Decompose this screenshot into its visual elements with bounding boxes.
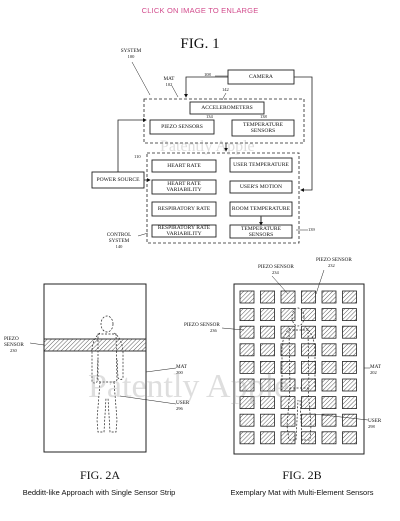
- sensor-cell: [239, 413, 255, 427]
- sensor-cell: [301, 431, 316, 445]
- sensor-cell: [321, 343, 337, 357]
- sensor-cell: [301, 413, 316, 427]
- sensor-cell: [342, 396, 357, 410]
- num-138: 138: [260, 114, 267, 119]
- sensor-cell: [260, 413, 275, 427]
- respiratory-rate-label: RESPIRATORY RATE: [157, 206, 211, 212]
- sensor-cell: [239, 308, 255, 322]
- heart-rate-label: HEART RATE: [167, 163, 201, 169]
- sensor-cell: [260, 325, 275, 339]
- sensor-cell: [239, 378, 255, 392]
- watermark-main: Patently Apple: [88, 368, 290, 405]
- user-temperature-label: USER TEMPERATURE: [233, 162, 289, 168]
- control-system-box: [146, 152, 300, 244]
- num-139: 139: [308, 227, 315, 232]
- sensor-cell: [321, 308, 337, 322]
- sensor-cell: [342, 343, 357, 357]
- sensor-cell: [321, 396, 337, 410]
- sensor-cell: [260, 378, 275, 392]
- accelerometers-label: ACCELEROMETERS: [201, 105, 253, 111]
- enlarge-link[interactable]: CLICK ON IMAGE TO ENLARGE: [141, 6, 259, 15]
- num-142: 142: [222, 87, 229, 92]
- sensor-cell: [280, 343, 296, 357]
- sensor-cell: [342, 308, 357, 322]
- piezo-sensors-box: [149, 119, 215, 135]
- sensor-cell: [321, 413, 337, 427]
- sensor-cell: [260, 308, 275, 322]
- mat-2a: [43, 283, 147, 453]
- sensor-cell: [280, 396, 296, 410]
- sensor-cell: [321, 378, 337, 392]
- sensor-cell: [301, 325, 316, 339]
- sensor-cell: [321, 360, 337, 374]
- sensor-cell: [342, 290, 357, 304]
- temperature-sensors-box: [231, 119, 295, 137]
- hrv-label: HEART RATE VARIABILITY: [166, 181, 202, 193]
- sensor-cell: [280, 431, 296, 445]
- sensor-cell: [280, 360, 296, 374]
- sensor-cell: [301, 308, 316, 322]
- fig2a-caption: FIG. 2A: [79, 468, 120, 482]
- sensor-cell: [260, 431, 275, 445]
- fig1-title: FIG. 1: [180, 36, 220, 52]
- power-source-label: POWER SOURCE: [96, 177, 140, 183]
- sensor-cell: [260, 290, 275, 304]
- sensor-cell: [321, 325, 337, 339]
- sensor-cell: [342, 431, 357, 445]
- fig2b-caption: FIG. 2B: [282, 468, 322, 482]
- fig2b-subtitle: Exemplary Mat with Multi-Element Sensors: [230, 488, 374, 497]
- sensor-strip: [43, 338, 147, 352]
- sensor-cell: [260, 360, 275, 374]
- rrv-label: RESPIRATORY RATE VARIABILITY: [157, 225, 211, 237]
- sensor-cell: [260, 396, 275, 410]
- sensor-cell: [239, 360, 255, 374]
- sensor-cell: [301, 378, 316, 392]
- mat-2b: [233, 283, 365, 455]
- accelerometers-box: [189, 101, 265, 115]
- sensor-cell: [342, 378, 357, 392]
- num-134: 134: [206, 114, 213, 119]
- num-110: 110: [134, 154, 141, 159]
- user-silhouette-2b: [281, 307, 316, 441]
- sensor-cell: [321, 431, 337, 445]
- sensor-cell: [260, 343, 275, 357]
- users-motion-label: USER'S MOTION: [239, 184, 283, 190]
- sensor-cell: [321, 290, 337, 304]
- sensor-cell: [301, 396, 316, 410]
- sensor-cell: [239, 396, 255, 410]
- temperature-sensors-2-label: TEMPERATURE SENSORS: [240, 225, 282, 238]
- sensor-cell: [239, 431, 255, 445]
- sensor-cell: [342, 360, 357, 374]
- sensor-cell: [280, 290, 296, 304]
- fig2a-subtitle: Bedditt-like Approach with Single Sensor…: [22, 488, 176, 497]
- room-temperature-label: ROOM TEMPERATURE: [231, 206, 291, 212]
- sensor-cell: [239, 343, 255, 357]
- sensor-cell: [280, 325, 296, 339]
- sensor-cell: [342, 413, 357, 427]
- sensor-cell: [280, 308, 296, 322]
- user-silhouette-2a: [91, 315, 124, 433]
- sensor-cell: [342, 325, 357, 339]
- temperature-sensors-label: TEMPERATURE SENSORS: [242, 122, 284, 134]
- camera-box-label: CAMERA: [249, 74, 273, 80]
- piezo-sensors-label: PIEZO SENSORS: [161, 124, 203, 130]
- camera-num: 108: [204, 72, 211, 77]
- sensor-cell: [301, 290, 316, 304]
- sensor-cell: [239, 290, 255, 304]
- sensor-cell: [239, 325, 255, 339]
- watermark-top: Patently Apple: [160, 138, 255, 155]
